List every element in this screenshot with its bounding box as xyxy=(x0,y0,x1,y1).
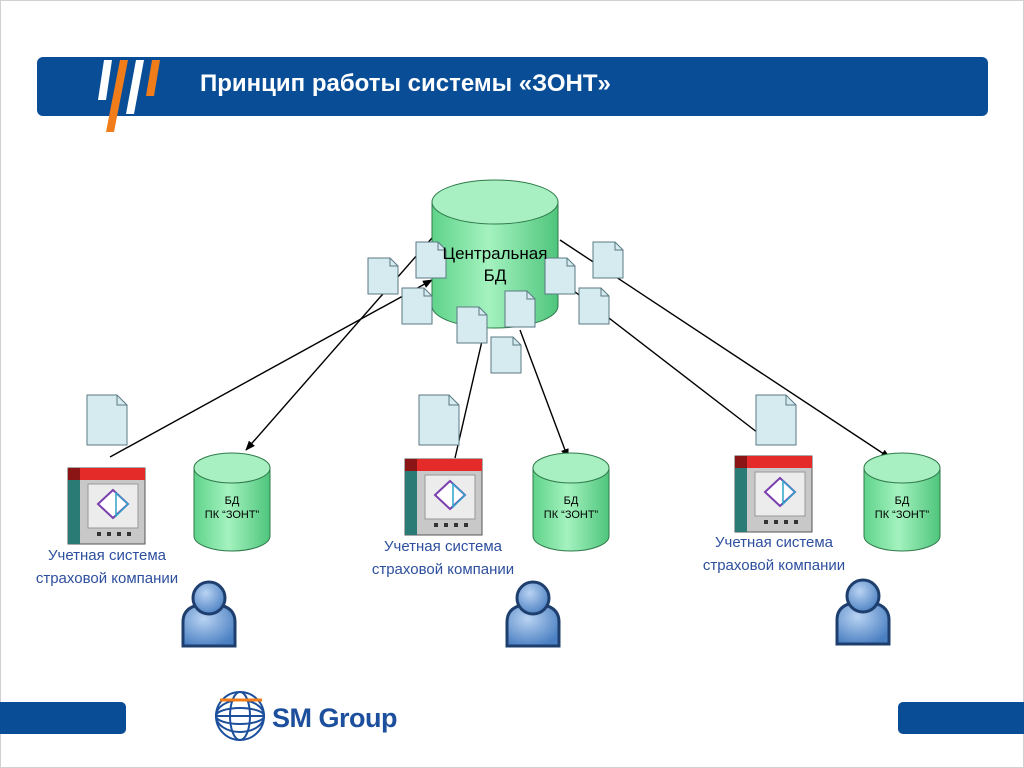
document-icon xyxy=(755,394,797,446)
document-icon xyxy=(592,241,624,279)
globe-logo-icon xyxy=(215,691,265,741)
system-label-2: Учетная система страховой компании xyxy=(358,535,528,581)
system-label-line1: Учетная система xyxy=(47,547,167,564)
system-label-3: Учетная система страховой компании xyxy=(689,531,859,577)
user-icon-3 xyxy=(835,578,891,646)
node-db-label-line2: ПК “ЗОНТ” xyxy=(204,509,260,521)
node-db-2 xyxy=(532,452,610,552)
system-label-line1: Учетная система xyxy=(714,534,834,551)
document-icon xyxy=(401,287,433,325)
system-label-line1: Учетная система xyxy=(383,538,503,555)
system-label-line2: страховой компании xyxy=(35,570,179,587)
footer-logo-text: SM Group xyxy=(272,703,398,733)
node-db-1-label: БД ПК “ЗОНТ” xyxy=(192,494,272,522)
document-icon xyxy=(367,257,399,295)
document-icon xyxy=(86,394,128,446)
system-window-icon-1 xyxy=(67,467,146,545)
document-icon xyxy=(456,306,488,344)
document-icon xyxy=(418,394,460,446)
node-db-label-line2: ПК “ЗОНТ” xyxy=(543,509,599,521)
user-icon-2 xyxy=(505,580,561,648)
arrow-system2-to-central xyxy=(454,327,487,459)
system-window-icon-3 xyxy=(734,455,813,533)
node-db-3 xyxy=(863,452,941,552)
node-db-label-line2: ПК “ЗОНТ” xyxy=(874,509,930,521)
node-db-2-label: БД ПК “ЗОНТ” xyxy=(531,494,611,522)
arrow-central-to-db2 xyxy=(519,329,569,459)
node-db-label-line1: БД xyxy=(894,495,910,507)
central-db-label: Центральная БД xyxy=(420,243,570,287)
document-icon xyxy=(504,290,536,328)
footer-bar-left xyxy=(0,702,126,734)
system-label-line2: страховой компании xyxy=(702,557,846,574)
brand-stripes-icon xyxy=(98,60,160,132)
central-db-label-line1: Центральная xyxy=(442,244,548,263)
node-db-label-line1: БД xyxy=(224,495,240,507)
arrow-central-to-db1 xyxy=(245,237,433,451)
system-label-1: Учетная система страховой компании xyxy=(22,544,192,590)
user-icon-1 xyxy=(181,580,237,648)
footer-bar-right xyxy=(898,702,1024,734)
node-db-3-label: БД ПК “ЗОНТ” xyxy=(862,494,942,522)
arrow-system1-to-central xyxy=(109,279,433,458)
node-db-1 xyxy=(193,452,271,552)
title-bar xyxy=(37,57,988,116)
system-window-icon-2 xyxy=(404,458,483,536)
central-db-label-line2: БД xyxy=(483,266,507,285)
document-icon xyxy=(578,287,610,325)
system-label-line2: страховой компании xyxy=(371,561,515,578)
page-title: Принцип работы системы «ЗОНТ» xyxy=(200,70,611,97)
document-icon xyxy=(490,336,522,374)
node-db-label-line1: БД xyxy=(563,495,579,507)
